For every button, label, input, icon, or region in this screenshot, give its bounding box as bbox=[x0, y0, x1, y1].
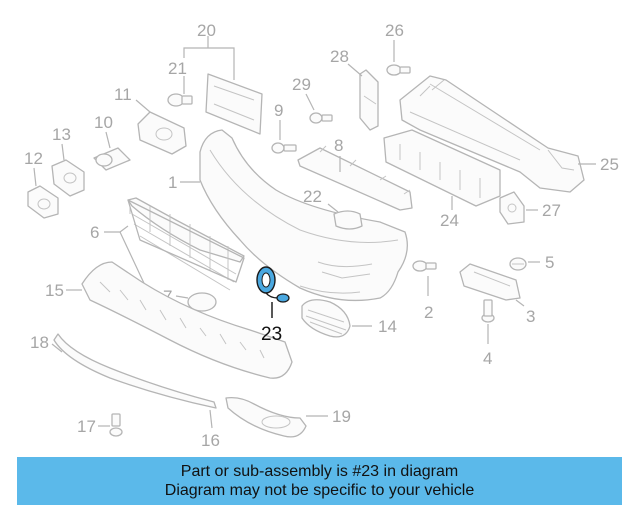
callout-2: 2 bbox=[424, 303, 433, 322]
callout-5: 5 bbox=[545, 253, 554, 272]
part-7-emblem[interactable] bbox=[187, 292, 217, 312]
parts-diagram: 1 6 7 15 18 16 17 bbox=[24, 21, 619, 450]
part-13-sensor-bracket[interactable] bbox=[51, 159, 85, 197]
callout-21: 21 bbox=[168, 59, 187, 78]
part-28-bracket[interactable] bbox=[359, 69, 379, 131]
part-3-bracket[interactable] bbox=[459, 263, 521, 301]
info-banner: Part or sub-assembly is #23 in diagram D… bbox=[17, 457, 622, 505]
part-8-bracket[interactable] bbox=[297, 145, 413, 211]
callout-11: 11 bbox=[114, 85, 132, 104]
callout-10: 10 bbox=[94, 113, 113, 132]
part-17-clip[interactable] bbox=[109, 413, 123, 437]
callout-23-highlighted: 23 bbox=[261, 324, 282, 345]
part-6-grille[interactable] bbox=[127, 197, 245, 291]
callout-14: 14 bbox=[378, 317, 397, 336]
callout-19: 19 bbox=[332, 407, 351, 426]
callout-12: 12 bbox=[24, 149, 43, 168]
callout-3: 3 bbox=[526, 307, 535, 326]
callout-13: 13 bbox=[52, 125, 71, 144]
part-29-screw[interactable] bbox=[309, 112, 333, 124]
part-14-fog-trim[interactable] bbox=[301, 299, 351, 338]
callout-25: 25 bbox=[600, 155, 619, 174]
banner-line-2: Diagram may not be specific to your vehi… bbox=[164, 482, 475, 499]
part-20-plate-bracket[interactable] bbox=[205, 73, 263, 135]
callout-16: 16 bbox=[201, 431, 220, 450]
callout-6: 6 bbox=[90, 223, 99, 242]
callout-17: 17 bbox=[77, 417, 96, 436]
part-24-absorber-block[interactable] bbox=[383, 129, 501, 207]
part-2-bolt[interactable] bbox=[412, 260, 437, 272]
part-4-clip[interactable] bbox=[481, 299, 495, 323]
part-15-absorber[interactable] bbox=[81, 261, 293, 379]
callout-27: 27 bbox=[542, 201, 561, 220]
callout-1: 1 bbox=[168, 173, 177, 192]
callout-15: 15 bbox=[45, 281, 64, 300]
part-26-bolt[interactable] bbox=[386, 64, 411, 76]
part-10-sensor[interactable] bbox=[93, 147, 131, 171]
part-12-sensor-housing[interactable] bbox=[27, 185, 59, 219]
callout-20: 20 bbox=[197, 21, 216, 40]
part-22-tow-cap[interactable] bbox=[333, 210, 363, 230]
banner-line-1: Part or sub-assembly is #23 in diagram bbox=[180, 463, 459, 480]
part-23-highlighted[interactable] bbox=[256, 266, 290, 303]
callout-9: 9 bbox=[274, 101, 283, 120]
callout-4: 4 bbox=[483, 349, 492, 368]
part-27-small-bracket[interactable] bbox=[499, 191, 525, 225]
part-19-lower-trim[interactable] bbox=[225, 396, 307, 438]
part-18-lower-strip[interactable] bbox=[53, 333, 217, 409]
part-25-reinforcement[interactable] bbox=[399, 75, 585, 193]
callout-29: 29 bbox=[292, 75, 311, 94]
callout-26: 26 bbox=[385, 21, 404, 40]
callout-22: 22 bbox=[303, 187, 322, 206]
part-5-clip[interactable] bbox=[509, 257, 527, 271]
callout-28: 28 bbox=[330, 47, 349, 66]
part-21-pin[interactable] bbox=[167, 93, 193, 107]
callout-24: 24 bbox=[440, 211, 459, 230]
part-9-screw[interactable] bbox=[271, 142, 297, 154]
callout-18: 18 bbox=[30, 333, 49, 352]
callout-8: 8 bbox=[334, 136, 343, 155]
part-1-bumper-cover[interactable] bbox=[199, 129, 408, 302]
part-11-sensor-holder[interactable] bbox=[137, 111, 187, 155]
